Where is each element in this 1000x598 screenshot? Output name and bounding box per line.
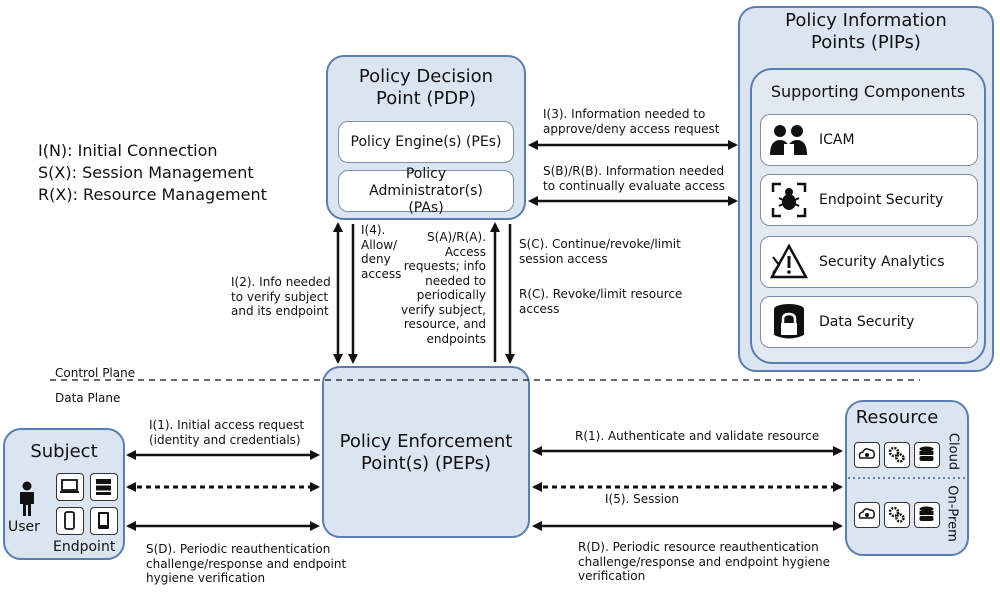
tablet-icon <box>90 507 118 535</box>
flow-rc-label: R(C). Revoke/limit resource access <box>519 287 683 316</box>
legend-initial: I(N): Initial Connection <box>38 141 218 160</box>
cloud-gear-icon <box>854 442 880 468</box>
flow-r1-label: R(1). Authenticate and validate resource <box>575 429 820 443</box>
bug-target-icon <box>767 178 811 222</box>
phone-icon <box>56 507 84 535</box>
pip-item-label: Data Security <box>819 314 915 330</box>
laptop-icon <box>56 473 84 501</box>
flow-sbrb-label: S(B)/R(B). Information needed to continu… <box>543 164 726 193</box>
control-plane-label: Control Plane <box>55 366 136 380</box>
database-icon <box>914 442 940 468</box>
flow-sara-label: S(A)/R(A). Access requests; info needed … <box>401 230 486 346</box>
pep-title: Policy Enforcement Point(s) (PEPs) <box>339 431 513 474</box>
policy-engine-box: Policy Engine(s) (PEs) <box>338 121 514 163</box>
gears-icon <box>884 502 910 528</box>
pip-item-label: Security Analytics <box>819 254 945 270</box>
flow-i4-label: I(4). Allow/ deny access <box>361 223 402 281</box>
flow-i2-label: I(2). Info needed to verify subject and … <box>231 275 331 318</box>
flow-rd-label: R(D). Periodic resource reauthentication… <box>578 540 831 583</box>
lock-icon <box>767 300 811 344</box>
pip-item-data-security: Data Security <box>760 296 978 348</box>
pdp-title: Policy Decision Point (PDP) <box>358 66 494 109</box>
flow-i3-label: I(3). Information needed to approve/deny… <box>543 107 720 136</box>
pip-item-security-analytics: Security Analytics <box>760 236 978 288</box>
server-icon <box>90 473 118 501</box>
people-icon <box>767 118 811 162</box>
pip-item-label: ICAM <box>819 132 855 148</box>
legend-session: S(X): Session Management <box>38 163 254 182</box>
supporting-title: Supporting Components <box>770 82 966 101</box>
resource-title: Resource <box>855 407 939 428</box>
legend: I(N): Initial Connection S(X): Session M… <box>38 140 267 206</box>
user-label: User <box>8 519 40 535</box>
subject-title: Subject <box>30 441 98 462</box>
warning-icon <box>767 240 811 284</box>
flow-i5-label: I(5). Session <box>605 492 679 506</box>
pip-title: Policy Information Points (PIPs) <box>785 10 947 53</box>
pip-item-icam: ICAM <box>760 114 978 166</box>
pip-item-endpoint-security: Endpoint Security <box>760 174 978 226</box>
pip-item-label: Endpoint Security <box>819 192 944 208</box>
cloud-gear-icon <box>854 502 880 528</box>
legend-resource: R(X): Resource Management <box>38 185 267 204</box>
flow-sd-label: S(D). Periodic reauthentication challeng… <box>146 542 347 585</box>
data-plane-label: Data Plane <box>55 391 121 405</box>
flow-sc-label: S(C). Continue/revoke/limit session acce… <box>519 237 681 266</box>
pep-box <box>322 366 530 538</box>
gears-icon <box>884 442 910 468</box>
endpoint-label: Endpoint <box>53 539 116 555</box>
database-icon <box>914 502 940 528</box>
flow-i1-label: I(1). Initial access request (identity a… <box>149 418 305 447</box>
policy-admin-box: Policy Administrator(s) (PAs) <box>338 166 514 216</box>
user-icon <box>17 481 37 521</box>
